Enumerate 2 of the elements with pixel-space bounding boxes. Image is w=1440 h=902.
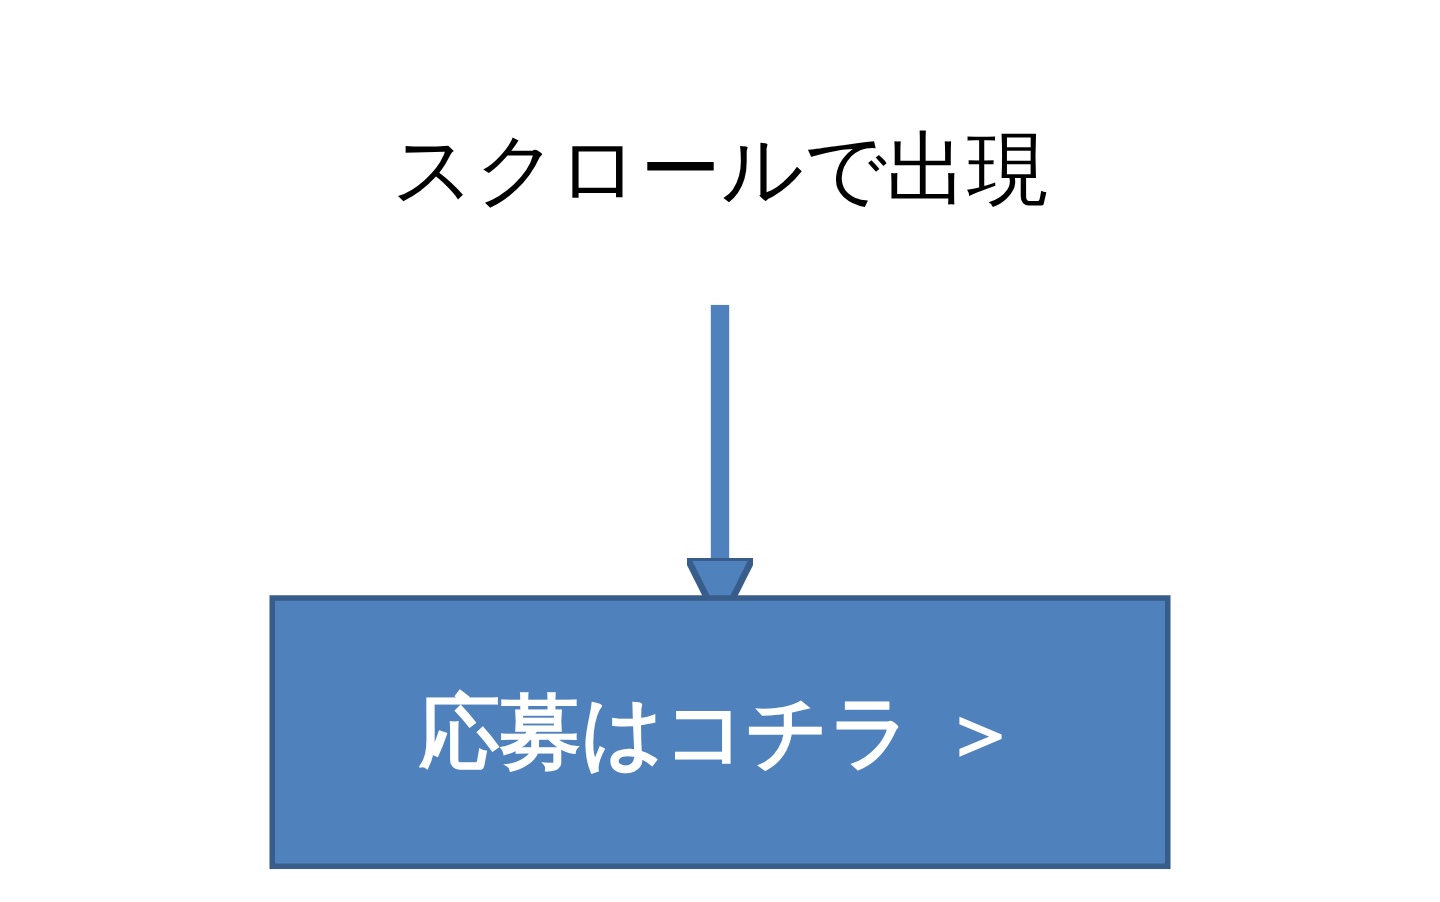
- node-box: 応募はコチラ ＞: [269, 595, 1171, 870]
- node-text: スクロールで出現: [391, 122, 1049, 216]
